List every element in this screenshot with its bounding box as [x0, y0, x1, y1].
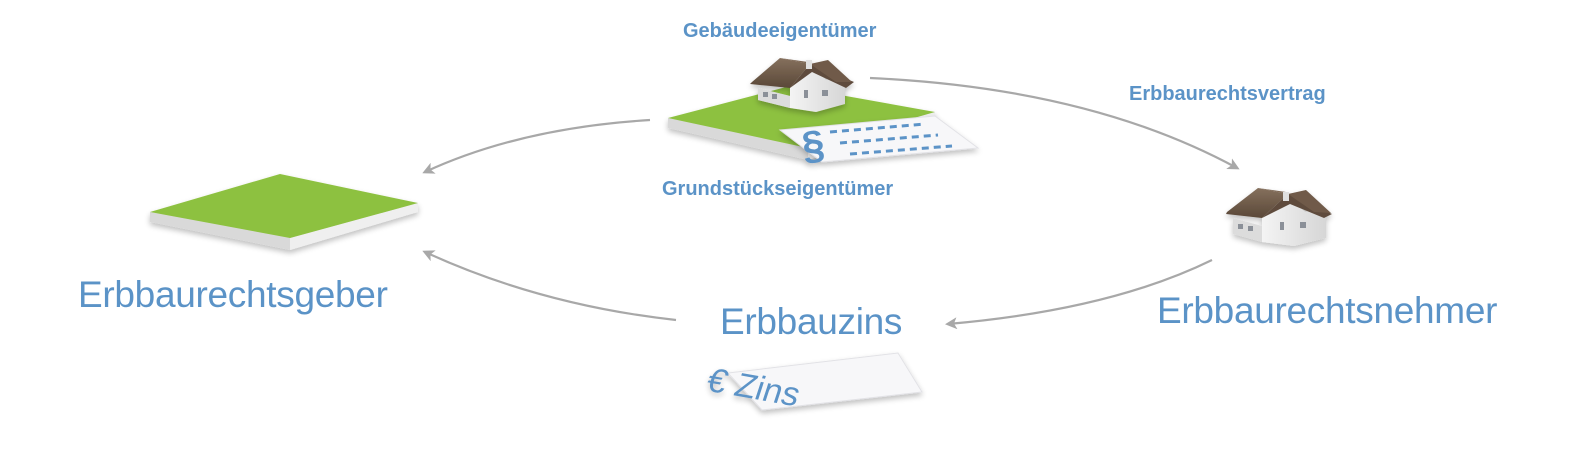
house-icon — [750, 58, 854, 112]
arrow-holder-to-zins — [945, 259, 1213, 330]
arrow-zins-to-grantor — [422, 250, 677, 322]
holder-label: Erbbaurechtsnehmer — [1157, 290, 1498, 331]
grantor-label: Erbbaurechtsgeber — [78, 274, 388, 315]
building-owner-label: Gebäudeeigentümer — [683, 20, 877, 42]
ground-rent-label: Erbbauzins — [720, 301, 903, 342]
house-icon-holder — [1226, 188, 1332, 246]
arrow-building-to-grantor — [422, 118, 651, 174]
plot-with-house-icon: § — [668, 58, 980, 169]
land-owner-label: Grundstückseigentümer — [662, 178, 894, 200]
contract-document-icon: § — [778, 115, 980, 169]
arrow-contract-to-holder — [869, 76, 1240, 170]
contract-label: Erbbaurechtsvertrag — [1129, 83, 1326, 105]
zins-card-icon: € Zins — [702, 352, 923, 414]
land-plot-icon — [150, 174, 418, 250]
